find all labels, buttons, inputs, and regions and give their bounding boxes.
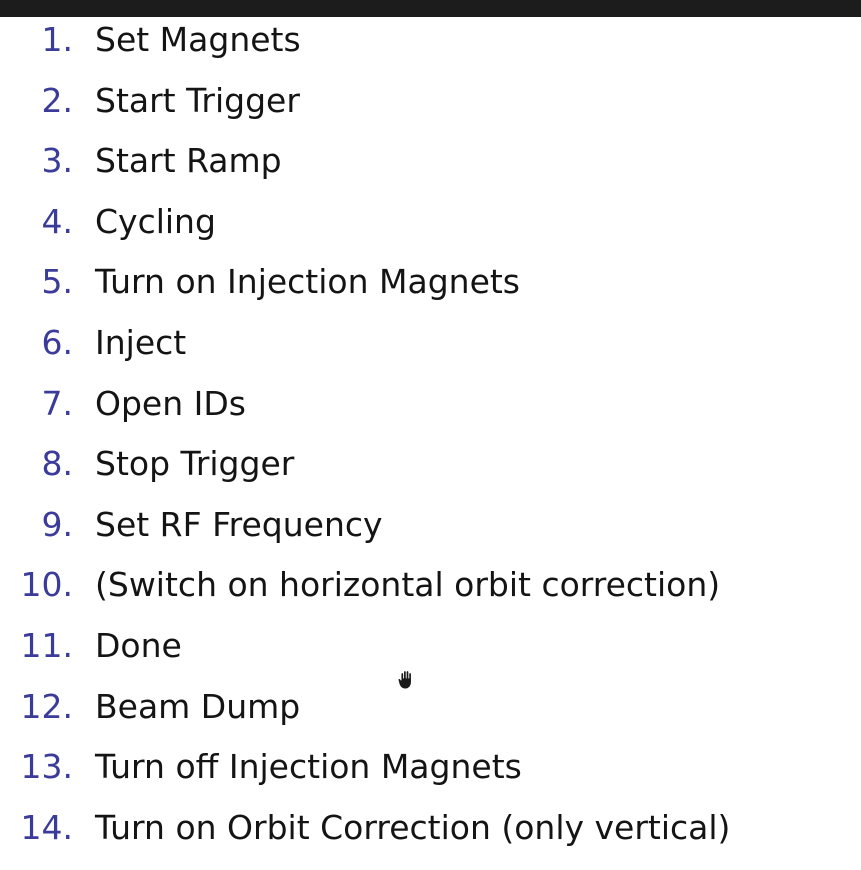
step-number: 3.: [41, 141, 74, 181]
list-item: 2. Start Trigger: [0, 71, 861, 132]
list-item: 14. Turn on Orbit Correction (only verti…: [0, 798, 861, 859]
step-label: Stop Trigger: [95, 444, 295, 484]
step-label: Done: [95, 625, 182, 665]
step-number: 13.: [20, 747, 73, 787]
step-number: 2.: [41, 80, 74, 120]
list-item: 9. Set RF Frequency: [0, 495, 861, 556]
list-item: 5. Turn on Injection Magnets: [0, 252, 861, 313]
step-number: 9.: [41, 504, 74, 544]
step-list: 1. Set Magnets 2. Start Trigger 3. Start…: [0, 10, 861, 858]
list-item: 7. Open IDs: [0, 374, 861, 435]
step-label: Turn off Injection Magnets: [95, 747, 522, 787]
step-label: Beam Dump: [95, 686, 301, 726]
step-number: 12.: [20, 686, 73, 726]
step-number: 6.: [41, 322, 74, 362]
list-item: 4. Cycling: [0, 192, 861, 253]
step-number: 5.: [41, 262, 74, 302]
list-item: 13. Turn off Injection Magnets: [0, 737, 861, 798]
list-item: 11. Done: [0, 616, 861, 677]
grab-hand-icon: [397, 670, 412, 690]
step-number: 11.: [20, 625, 73, 665]
window-top-bar: [0, 0, 861, 17]
step-label: Set Magnets: [95, 20, 301, 59]
step-label: (Switch on horizontal orbit correction): [95, 565, 721, 605]
step-number: 4.: [41, 201, 74, 241]
step-label: Open IDs: [95, 383, 246, 423]
list-item: 10. (Switch on horizontal orbit correcti…: [0, 555, 861, 616]
step-number: 8.: [41, 444, 74, 484]
step-number: 14.: [20, 807, 73, 847]
step-label: Start Ramp: [95, 141, 282, 181]
list-item: 8. Stop Trigger: [0, 434, 861, 495]
step-number: 1.: [41, 20, 74, 59]
step-label: Turn on Orbit Correction (only vertical): [95, 807, 731, 847]
step-label: Cycling: [95, 201, 216, 241]
step-label: Turn on Injection Magnets: [95, 262, 521, 302]
step-label: Set RF Frequency: [95, 504, 383, 544]
list-item: 12. Beam Dump: [0, 677, 861, 738]
step-label: Inject: [95, 322, 187, 362]
step-number: 7.: [41, 383, 74, 423]
list-item: 1. Set Magnets: [0, 10, 861, 71]
step-number: 10.: [20, 565, 73, 605]
list-item: 6. Inject: [0, 313, 861, 374]
step-label: Start Trigger: [95, 80, 300, 120]
list-item: 3. Start Ramp: [0, 131, 861, 192]
